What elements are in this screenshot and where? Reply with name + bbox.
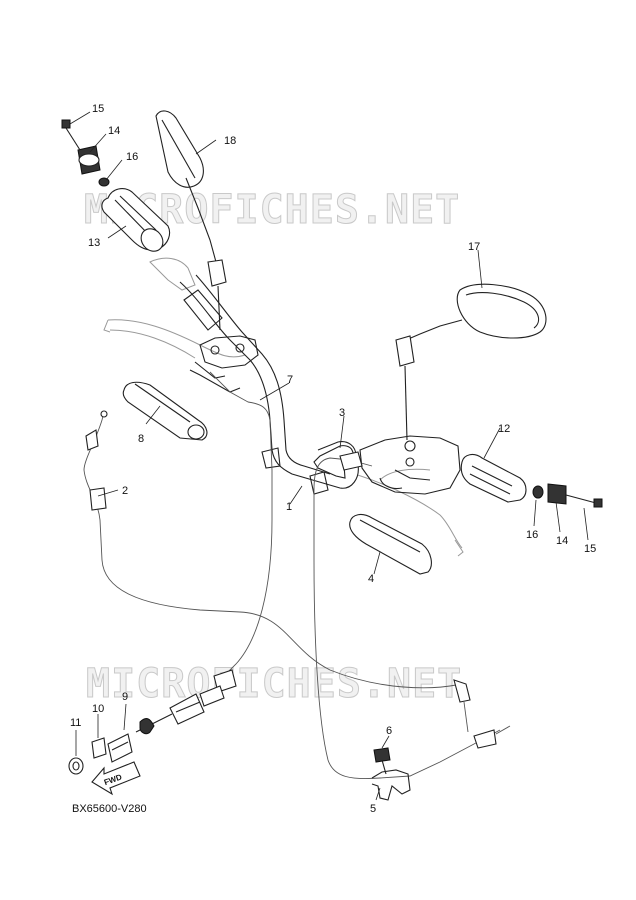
diagram-code: BX65600-V280 (72, 803, 147, 815)
part-8-left-lever (122, 381, 208, 441)
part-3-throttle-cable-2 (313, 451, 511, 780)
part-10-collar (91, 737, 107, 759)
leader-lines (69, 111, 589, 801)
callout-15-right: 15 (584, 543, 596, 555)
part-14-right-bar-end (547, 483, 567, 505)
part-16-right-washer (532, 485, 544, 499)
callout-12: 12 (498, 423, 510, 435)
callout-3: 3 (339, 407, 345, 419)
part-17-right-mirror (395, 283, 547, 441)
part-7-throttle-cable (209, 371, 273, 693)
part-16-left-washer (98, 177, 110, 187)
callout-9: 9 (122, 691, 128, 703)
part-2-clutch-cable (83, 410, 471, 733)
callout-16-left: 16 (126, 151, 138, 163)
callout-11: 11 (70, 717, 81, 729)
left-clamp-assembly (189, 335, 259, 393)
callout-10: 10 (92, 703, 104, 715)
callouts: 15 14 16 18 13 17 7 3 12 2 8 1 16 14 15 … (70, 103, 596, 815)
callout-14-right: 14 (556, 535, 568, 547)
callout-2: 2 (122, 485, 128, 497)
fwd-arrow: FWD (91, 761, 141, 796)
part-5-cable-clamp (371, 769, 411, 801)
part-11-nut (68, 757, 84, 775)
part-10-spring (107, 733, 133, 763)
callout-17: 17 (468, 241, 480, 253)
callout-14-left: 14 (108, 125, 120, 137)
part-9-cable-adjuster (135, 685, 225, 735)
part-12-right-grip (460, 453, 527, 503)
part-13-left-grip (101, 188, 171, 252)
part-18-left-mirror (155, 110, 227, 331)
callout-16-right: 16 (526, 529, 538, 541)
callout-4: 4 (368, 573, 374, 585)
part-15-right-screw (565, 494, 603, 508)
callout-18: 18 (224, 135, 236, 147)
callout-15-left: 15 (92, 103, 104, 115)
part-15-left-screw (61, 119, 81, 151)
part-14-left-bar-end (77, 145, 101, 175)
part-1-handlebar (179, 274, 359, 495)
callout-5: 5 (370, 803, 376, 815)
callout-1: 1 (286, 501, 292, 513)
part-6-bolt (373, 747, 391, 775)
watermark-bottom: MICROFICHES.NET (86, 661, 462, 707)
callout-6: 6 (386, 725, 392, 737)
callout-7: 7 (287, 374, 293, 386)
callout-8: 8 (138, 433, 144, 445)
callout-13: 13 (88, 237, 100, 249)
part-4-right-lever (349, 513, 432, 575)
right-clamp-assembly (359, 435, 461, 495)
